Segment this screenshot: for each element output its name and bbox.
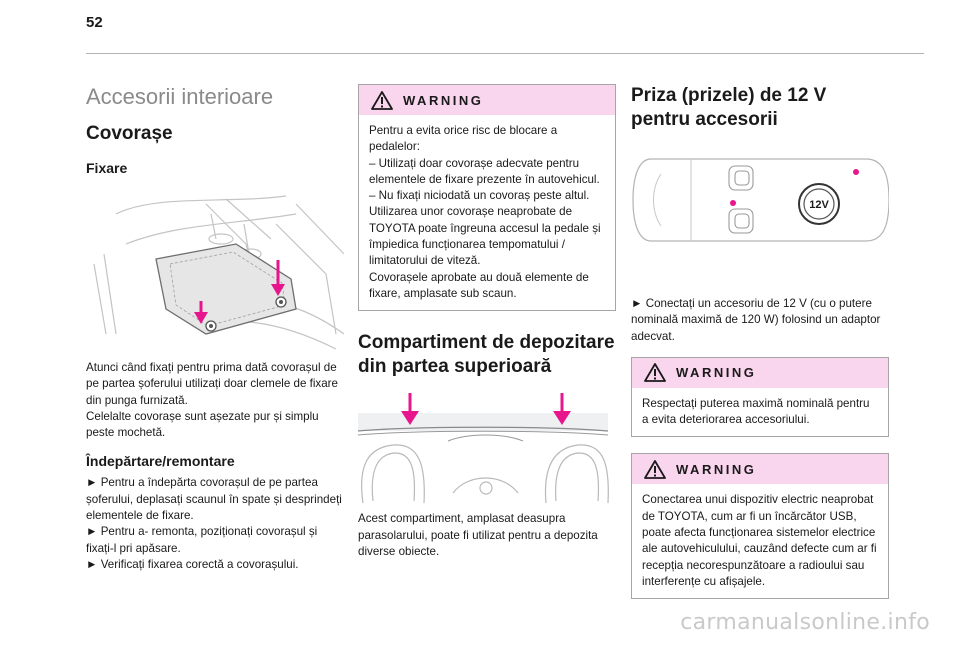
subheading-removal: Îndepărtare/remontare — [86, 453, 235, 470]
warning-header: WARNING — [359, 85, 615, 115]
page-number: 52 — [86, 14, 103, 31]
top-rule — [86, 53, 924, 54]
warning-box-power: WARNING Respectați puterea maximă nomina… — [631, 356, 889, 438]
watermark: carmanualsonline.info — [680, 610, 930, 635]
warning-triangle-icon — [371, 90, 393, 110]
section-title: Accesorii interioare — [86, 84, 274, 109]
warning-label: WARNING — [676, 461, 757, 477]
heading-12v-socket: Priza (prizele) de 12 V pentru accesorii — [631, 85, 827, 130]
warning-line-1: Pentru a evita orice risc de blocare a p… — [369, 124, 558, 154]
overhead-storage-illustration — [358, 393, 609, 504]
vehicle-topview-illustration: 12V — [632, 158, 889, 242]
socket-12v-label: 12V — [809, 199, 829, 211]
warning-triangle-icon — [644, 460, 666, 479]
fixing-paragraph-1: Atunci când fixați pentru prima dată cov… — [86, 361, 338, 407]
warning-line-2: – Utilizați doar covorașe adecvate pentr… — [369, 156, 600, 186]
warning-power-text: Respectați puterea maximă nominală pentr… — [642, 396, 870, 427]
warning-line-4: Utilizarea unor covorașe neaprobate de T… — [369, 205, 601, 268]
step-refit: ► Pentru a- remonta, poziționați covoraș… — [86, 525, 318, 555]
warning-devices-text: Conectarea unui dispozitiv electric neap… — [642, 493, 877, 588]
warning-triangle-icon — [644, 363, 666, 383]
heading-storage: Compartiment de depozitare din partea su… — [358, 332, 615, 378]
subheading-fixing: Fixare — [86, 160, 128, 176]
warning-label: WARNING — [676, 365, 757, 381]
warning-line-3: – Nu fixați niciodată un covoraș peste a… — [369, 189, 590, 203]
warning-header: WARNING — [632, 357, 888, 388]
storage-paragraph: Acest compartiment, amplasat deasupra pa… — [358, 512, 598, 558]
column-12v-socket: Priza (prizele) de 12 V pentru accesorii… — [631, 60, 889, 600]
fixing-paragraph-2: Celelalte covorașe sunt așezate pur și s… — [86, 409, 319, 440]
warning-box-devices: WARNING Conectarea unui dispozitiv elect… — [631, 453, 889, 600]
floor-mat-illustration — [93, 195, 344, 350]
warning-box-pedals: WARNING Pentru a evita orice risc de blo… — [358, 84, 616, 312]
step-check: ► Verificați fixarea corectă a covorașul… — [86, 557, 299, 571]
warning-line-5: Covorașele aprobate au două elemente de … — [369, 270, 589, 300]
warning-label: WARNING — [403, 92, 484, 108]
warning-header: WARNING — [632, 454, 888, 485]
step-remove: ► Pentru a îndepărta covorașul de pe par… — [86, 476, 342, 523]
column-storage: WARNING Pentru a evita orice risc de blo… — [358, 60, 616, 560]
socket-paragraph: ► Conectați un accesoriu de 12 V (cu o p… — [631, 297, 881, 343]
heading-floor-mats: Covorașe — [86, 123, 173, 144]
column-floor-mats: Accesorii interioare Covorașe Fixare — [86, 60, 344, 573]
